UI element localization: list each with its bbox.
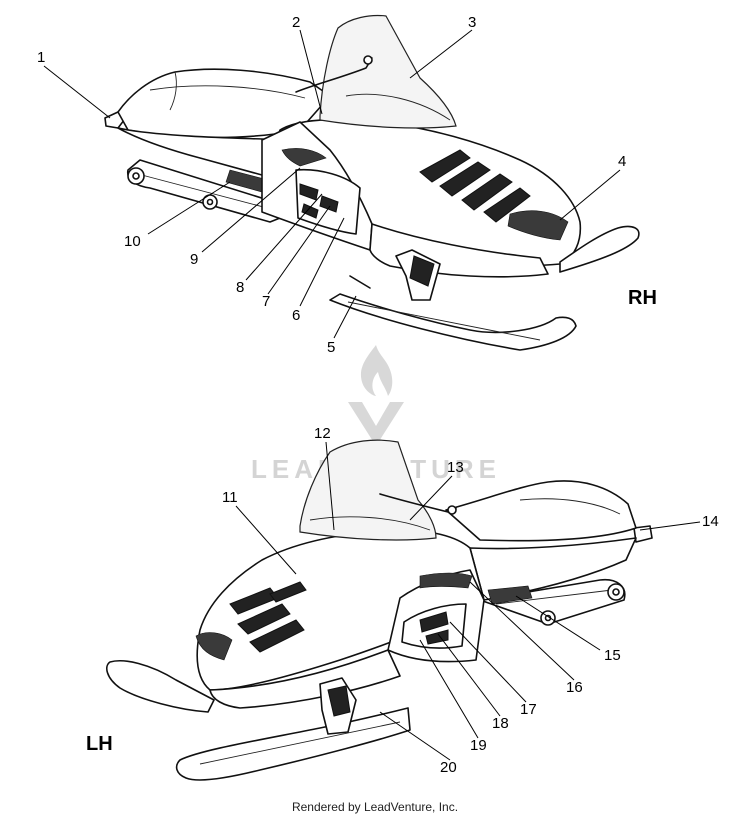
callout-5: 5: [327, 339, 335, 356]
chevron-logo-icon: [348, 402, 404, 446]
callout-18: 18: [492, 715, 509, 732]
callout-13: 13: [447, 459, 464, 476]
callout-14: 14: [702, 513, 719, 530]
lh-leaders: [235, 441, 701, 761]
callout-7: 7: [262, 293, 270, 310]
callout-1: 1: [37, 49, 45, 66]
callout-3: 3: [468, 14, 476, 31]
view-label-lh: LH: [86, 733, 113, 755]
flame-logo-icon: [360, 345, 393, 396]
rh-leaders: [43, 29, 621, 339]
callout-10: 10: [124, 233, 141, 250]
callout-9: 9: [190, 251, 198, 268]
callout-12: 12: [314, 425, 331, 442]
callout-6: 6: [292, 307, 300, 324]
snowmobile-lh: [106, 439, 653, 781]
lh-callouts: 11 12 13 14 15 16 17 18 19 20 LH: [86, 425, 719, 776]
callout-4: 4: [618, 153, 626, 170]
callout-16: 16: [566, 679, 583, 696]
footer-credit: Rendered by LeadVenture, Inc.: [291, 800, 459, 814]
callout-2: 2: [292, 14, 300, 31]
rh-callouts: 1 2 3 4 5 6 7 8 9 10 RH: [37, 14, 657, 356]
callout-8: 8: [236, 279, 244, 296]
callout-19: 19: [470, 737, 487, 754]
callout-17: 17: [520, 701, 537, 718]
callout-15: 15: [604, 647, 621, 664]
callout-11: 11: [222, 489, 238, 506]
callout-20: 20: [440, 759, 457, 776]
view-label-rh: RH: [628, 287, 657, 309]
snowmobile-rh: [104, 14, 640, 351]
